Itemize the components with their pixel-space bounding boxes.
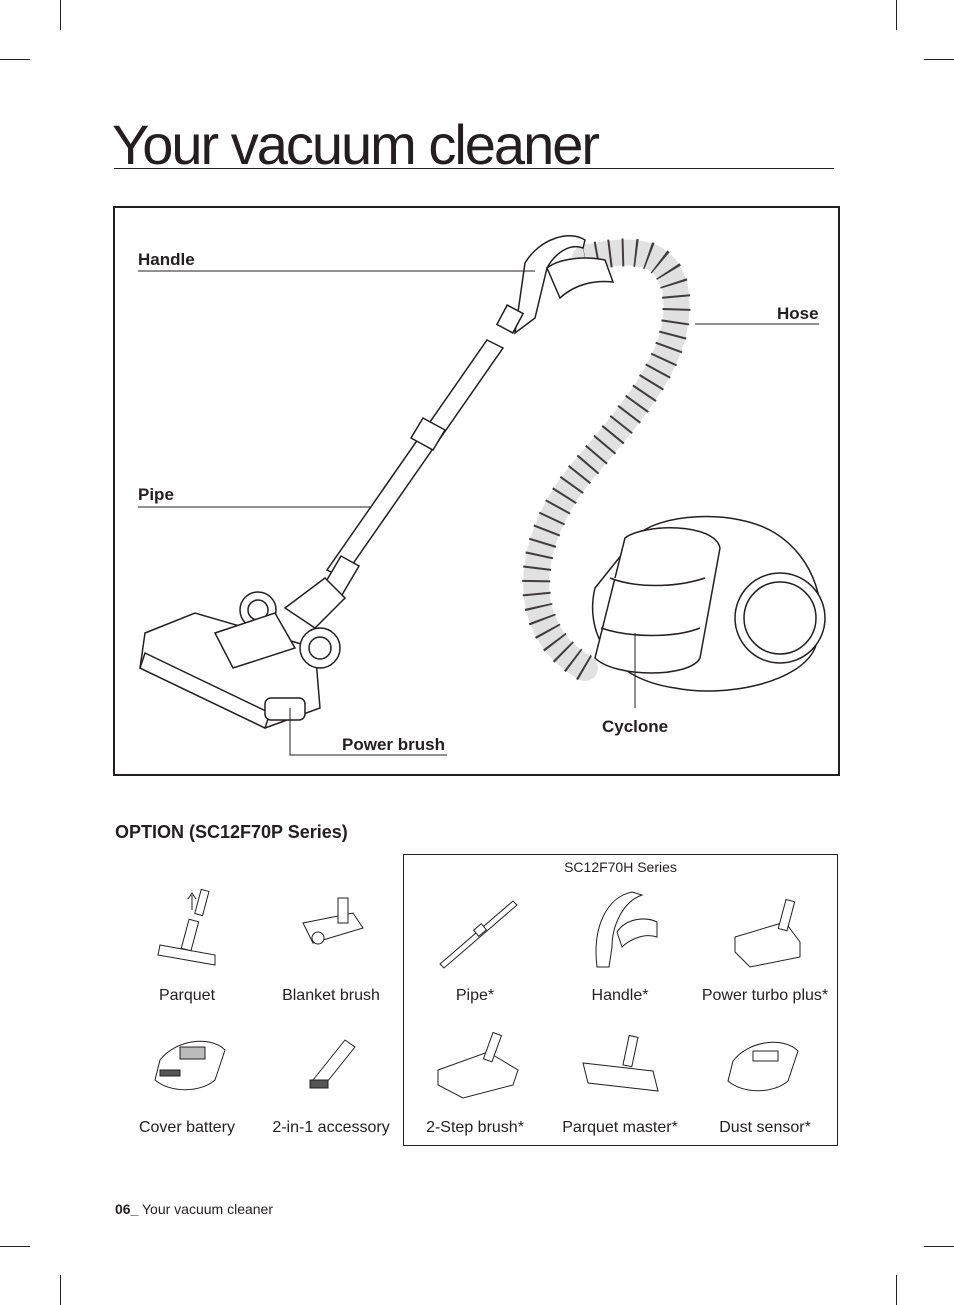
dust-sensor-image bbox=[727, 1041, 799, 1092]
accessory-label-handle: Handle* bbox=[591, 987, 649, 1004]
page-footer: 06_ Your vacuum cleaner bbox=[115, 1201, 273, 1217]
two-in-one-accessory-image bbox=[309, 1039, 356, 1089]
parquet-master-image bbox=[582, 1034, 659, 1092]
accessory-label-pipe: Pipe* bbox=[455, 987, 495, 1004]
accessory-label-dust-sensor: Dust sensor* bbox=[719, 1119, 811, 1136]
crop-mark bbox=[896, 1275, 897, 1305]
blanket-brush-image bbox=[302, 897, 364, 945]
cover-battery-image bbox=[154, 1040, 226, 1091]
parquet-tool-image bbox=[157, 888, 216, 966]
hose-label: Hose bbox=[777, 304, 819, 323]
accessory-label-power-turbo-plus: Power turbo plus* bbox=[701, 987, 829, 1004]
power-brush-illustration bbox=[139, 577, 347, 730]
vacuum-cleaner-illustration bbox=[138, 235, 826, 756]
hose-illustration bbox=[522, 238, 691, 681]
crop-mark bbox=[60, 1275, 61, 1305]
crop-mark bbox=[60, 0, 61, 30]
title-rule bbox=[114, 168, 834, 169]
crop-mark bbox=[924, 59, 954, 60]
options-title: OPTION (SC12F70P Series) bbox=[115, 822, 348, 842]
vacuum-diagram-frame bbox=[113, 206, 840, 776]
power-turbo-plus-image bbox=[734, 898, 801, 968]
accessory-label-parquet: Parquet bbox=[158, 987, 216, 1004]
page-title: Your vacuum cleaner bbox=[112, 113, 600, 176]
handle-image bbox=[595, 891, 658, 968]
series-subgroup-frame bbox=[403, 854, 838, 1146]
handle-illustration bbox=[495, 235, 615, 335]
accessory-label-2-in-1-accessory: 2-in-1 accessory bbox=[272, 1119, 390, 1136]
canister-body-illustration bbox=[591, 515, 826, 692]
crop-mark bbox=[896, 0, 897, 30]
accessory-label-parquet-master: Parquet master* bbox=[562, 1119, 678, 1136]
page-number: 06_ bbox=[115, 1201, 139, 1217]
cyclone-label: Cyclone bbox=[602, 717, 669, 736]
power-brush-leader bbox=[289, 708, 447, 756]
crop-mark bbox=[924, 1246, 954, 1247]
crop-mark bbox=[0, 1246, 30, 1247]
power-brush-label: Power brush bbox=[342, 735, 445, 754]
footer-text: Your vacuum cleaner bbox=[142, 1201, 274, 1217]
series-subgroup-title: SC12F70H Series bbox=[564, 859, 677, 875]
pipe-illustration bbox=[319, 339, 505, 602]
accessory-label-cover-battery: Cover battery bbox=[138, 1119, 236, 1136]
handle-label: Handle bbox=[138, 250, 195, 269]
two-step-brush-image bbox=[437, 1031, 519, 1099]
pipe-image bbox=[439, 900, 518, 969]
accessory-label-blanket-brush: Blanket brush bbox=[282, 987, 380, 1004]
crop-mark bbox=[0, 59, 30, 60]
accessory-label-2-step-brush: 2-Step brush* bbox=[426, 1119, 524, 1136]
pipe-label: Pipe bbox=[138, 485, 174, 504]
